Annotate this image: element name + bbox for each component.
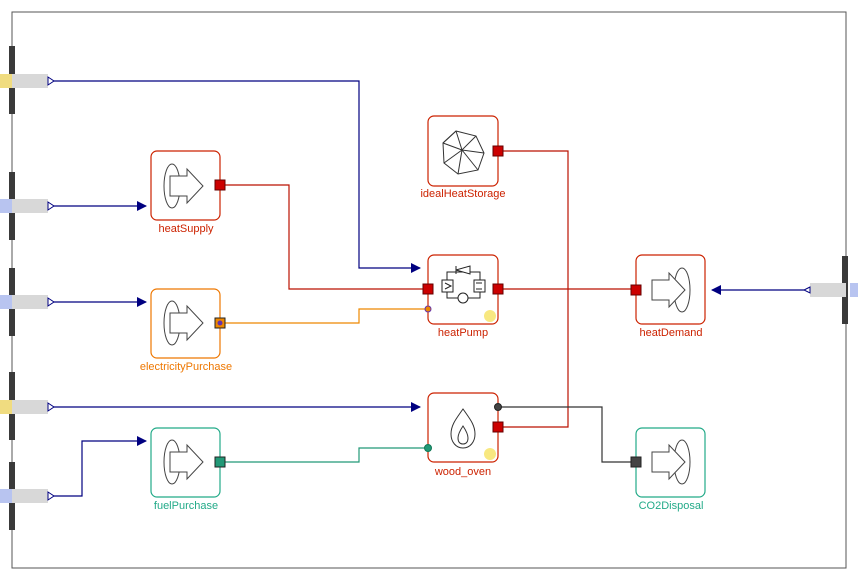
heatpump-block[interactable] [422, 254, 504, 325]
input-port-tag-1 [0, 74, 12, 88]
heatsupply-block[interactable] [150, 150, 226, 221]
right-input-arrow [802, 286, 811, 294]
heatdemand-label: heatDemand [639, 327, 703, 339]
co2disposal-block[interactable] [630, 427, 706, 498]
arrow-out-icon [163, 439, 204, 485]
idealheatstorage-label: idealHeatStorage [420, 188, 506, 200]
input-port-tag-4 [0, 400, 12, 414]
input-port-tag-3 [0, 295, 12, 309]
input-port-tag-5 [0, 489, 12, 503]
wood-oven-fuel-port[interactable] [424, 444, 432, 452]
wood-oven-heat-port[interactable] [492, 421, 504, 433]
fuelpurchase-label: fuelPurchase [153, 500, 219, 512]
arrow-in-icon [651, 267, 691, 313]
arrow-in-icon [651, 439, 691, 485]
input-arrow-4 [47, 402, 55, 412]
arrow-out-icon [163, 300, 204, 346]
left-input-connectors [0, 46, 55, 530]
heatdemand-heat-port[interactable] [630, 284, 642, 296]
connections [54, 80, 804, 497]
electricitypurchase-label: electricityPurchase [139, 361, 233, 373]
heatpump-status-dot [484, 310, 496, 322]
heatpump-electricity-port[interactable] [424, 305, 432, 313]
co2-line[interactable] [498, 406, 636, 463]
input-arrow-5 [47, 491, 55, 501]
heatsupply-heat-port[interactable] [214, 179, 226, 191]
idealheatstorage-block[interactable] [427, 115, 504, 187]
fuelpurchase-block[interactable] [150, 427, 226, 498]
right-input-port[interactable] [810, 283, 846, 297]
heatpump-heat-in-port[interactable] [422, 283, 434, 295]
wood-oven-block[interactable] [424, 392, 504, 463]
co2disposal-label: CO2Disposal [638, 500, 704, 512]
wood-oven-status-dot [484, 448, 496, 460]
input-port-2[interactable] [12, 199, 48, 213]
heat-line-storage-to-oven[interactable] [498, 150, 569, 428]
wood-oven-label: wood_oven [434, 466, 492, 478]
input-port-5[interactable] [12, 489, 48, 503]
input-port-tag-2 [0, 199, 12, 213]
heatdemand-block[interactable] [630, 254, 706, 325]
input-port-3[interactable] [12, 295, 48, 309]
electricity-port-dot [217, 320, 223, 326]
heat-line-supply-to-pump[interactable] [220, 184, 428, 290]
flame-icon [450, 408, 476, 449]
idealheatstorage-heat-port[interactable] [492, 145, 504, 157]
polyhedron-icon [442, 130, 485, 175]
input-port-1[interactable] [12, 74, 48, 88]
heatpump-heat-out-port[interactable] [492, 283, 504, 295]
input-arrow-3 [47, 297, 55, 307]
electricitypurchase-block[interactable] [150, 288, 226, 359]
input-arrow-1 [47, 76, 55, 86]
co2disposal-port[interactable] [630, 456, 642, 468]
right-port-tag [850, 283, 858, 297]
fuel-line[interactable] [220, 447, 428, 463]
electricity-line[interactable] [220, 308, 428, 324]
heat-pump-icon [441, 265, 486, 304]
input-arrow-2 [47, 201, 55, 211]
input-port-4[interactable] [12, 400, 48, 414]
heatpump-label: heatPump [437, 327, 489, 339]
heatsupply-label: heatSupply [158, 223, 214, 235]
fuelpurchase-port[interactable] [214, 456, 226, 468]
signal-line-heatpump[interactable] [54, 80, 421, 273]
arrow-out-icon [163, 163, 204, 209]
signal-line-fuel[interactable] [54, 436, 147, 497]
right-input-connector [802, 256, 858, 324]
wood-oven-co2-port[interactable] [494, 403, 502, 411]
